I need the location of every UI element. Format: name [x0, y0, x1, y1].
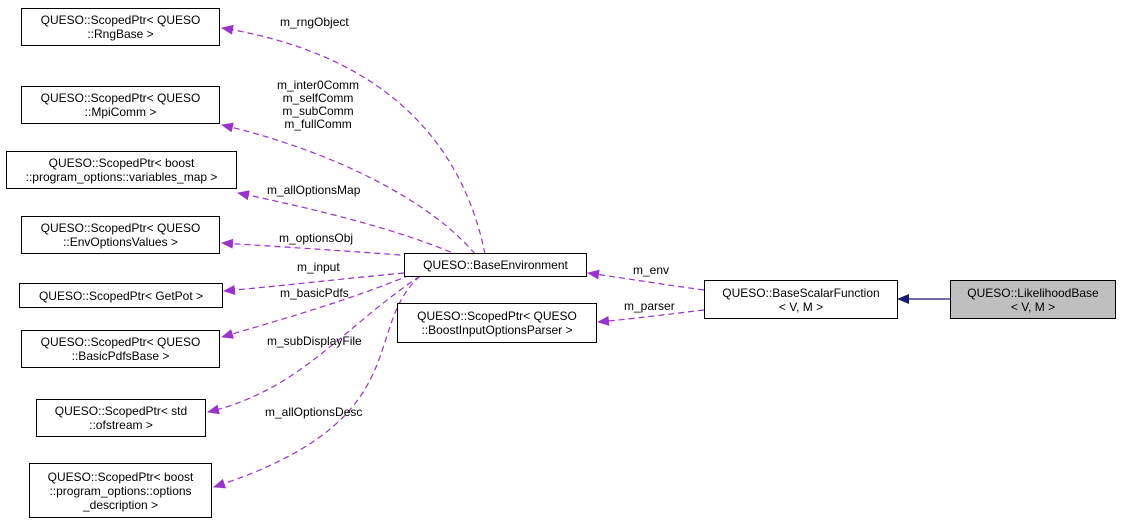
label-parser: m_parser [624, 300, 675, 313]
text-line: QUESO::BaseScalarFunction [722, 285, 880, 300]
text-line: m_inter0Comm [277, 78, 360, 92]
node-likelihood[interactable]: QUESO::LikelihoodBase< V, M > [950, 280, 1116, 319]
text-line: m_allOptionsDesc [265, 405, 363, 419]
text-line: QUESO::ScopedPtr< boost [47, 469, 194, 484]
text-line: ::MpiComm > [84, 105, 157, 119]
node-ofs[interactable]: QUESO::ScopedPtr< std::ofstream > [36, 399, 206, 437]
label-getpot: m_input [297, 261, 340, 274]
text-line: m_fullComm [284, 117, 352, 131]
edge-rng [221, 24, 486, 255]
text-line: m_allOptionsMap [267, 183, 361, 197]
label-pdfs: m_basicPdfs [280, 287, 349, 300]
node-envopts[interactable]: QUESO::ScopedPtr< QUESO::EnvOptionsValue… [21, 216, 220, 254]
text-line: m_selfComm [282, 91, 354, 105]
text-line: ::BoostInputOptionsParser > [421, 323, 573, 337]
text-line: QUESO::ScopedPtr< QUESO [40, 91, 201, 105]
node-optdesc[interactable]: QUESO::ScopedPtr< boost::program_options… [29, 463, 212, 518]
text-line: ::ofstream > [89, 418, 153, 432]
edge-pdfs [221, 274, 411, 339]
text-line: < V, M > [1010, 299, 1056, 314]
text-line: m_subDisplayFile [267, 334, 362, 348]
label-vmap: m_allOptionsMap [267, 184, 360, 197]
text-line: QUESO::LikelihoodBase [967, 285, 1099, 300]
edge-envopts [221, 238, 451, 260]
text-line: QUESO::ScopedPtr< QUESO [417, 309, 577, 323]
text-line: ::RngBase > [87, 27, 154, 41]
text-line: QUESO::ScopedPtr< boost [48, 156, 195, 170]
text-line: QUESO::ScopedPtr< GetPot > [38, 288, 204, 303]
label-ofs: m_subDisplayFile [267, 335, 362, 348]
text-line: ::program_options::variables_map > [25, 170, 218, 184]
text-line: m_env [633, 263, 670, 277]
text-line: QUESO::ScopedPtr< QUESO [40, 221, 201, 235]
edge-optdesc [213, 275, 421, 489]
node-pdfs[interactable]: QUESO::ScopedPtr< QUESO::BasicPdfsBase > [21, 330, 220, 368]
edge-parser [597, 309, 705, 326]
text-line: < V, M > [778, 299, 824, 314]
label-rng: m_rngObject [280, 16, 349, 29]
label-env: m_env [633, 264, 669, 277]
text-line: m_parser [624, 299, 675, 313]
text-line: QUESO::BaseEnvironment [423, 258, 568, 272]
edge-vmap [237, 190, 461, 257]
text-line: m_basicPdfs [280, 286, 349, 300]
edge-getpot [223, 272, 405, 295]
text-line: _description > [82, 497, 159, 512]
node-vmap[interactable]: QUESO::ScopedPtr< boost::program_options… [6, 151, 237, 189]
text-line: ::BasicPdfsBase > [71, 349, 170, 363]
text-line: QUESO::ScopedPtr< std [54, 404, 188, 418]
text-line: QUESO::ScopedPtr< QUESO [40, 13, 201, 27]
text-line: m_rngObject [280, 15, 349, 29]
label-envopts: m_optionsObj [279, 232, 353, 245]
text-line: m_subComm [282, 104, 354, 118]
text-line: QUESO::ScopedPtr< QUESO [40, 335, 201, 349]
node-rng[interactable]: QUESO::ScopedPtr< QUESO::RngBase > [21, 8, 220, 46]
edge-mpi [221, 122, 476, 255]
text-line: ::EnvOptionsValues > [63, 235, 178, 249]
edge-env [587, 269, 705, 291]
node-getpot[interactable]: QUESO::ScopedPtr< GetPot > [19, 283, 223, 308]
text-line: m_optionsObj [279, 231, 354, 245]
text-line: m_input [297, 260, 340, 274]
node-baseenv[interactable]: QUESO::BaseEnvironment [404, 253, 587, 277]
edge-ofs [207, 275, 421, 415]
node-scalarfn[interactable]: QUESO::BaseScalarFunction< V, M > [704, 280, 898, 319]
node-mpi[interactable]: QUESO::ScopedPtr< QUESO::MpiComm > [21, 86, 220, 124]
node-parser[interactable]: QUESO::ScopedPtr< QUESO::BoostInputOptio… [397, 303, 597, 343]
text-line: ::program_options::options [49, 483, 192, 498]
label-optdesc: m_allOptionsDesc [265, 406, 362, 419]
